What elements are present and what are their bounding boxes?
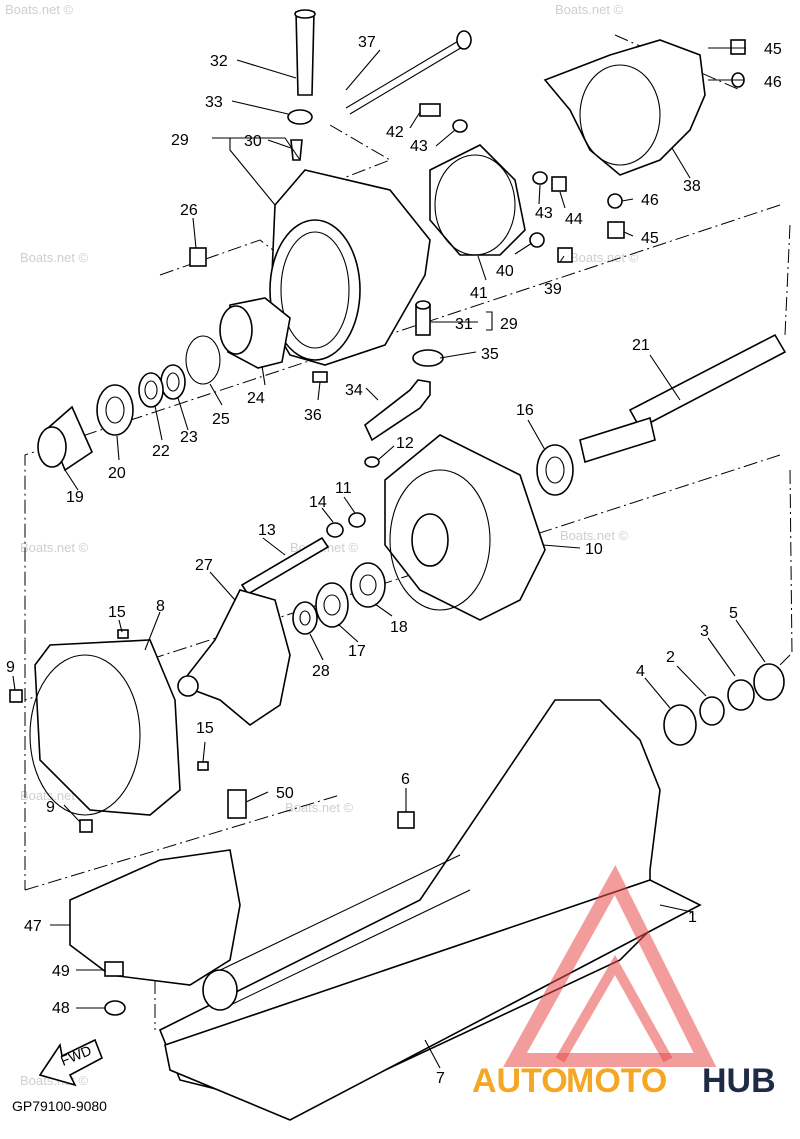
callout-42: 42 — [386, 124, 404, 141]
callout-14: 14 — [309, 494, 327, 511]
callout-24: 24 — [247, 390, 265, 407]
svg-text:Boats.net ©: Boats.net © — [5, 2, 74, 17]
callout-44: 44 — [565, 211, 583, 228]
callout-31: 31 — [455, 316, 473, 333]
callout-26: 26 — [180, 202, 198, 219]
part-shapes — [9, 9, 787, 1121]
callout-8: 8 — [156, 598, 165, 615]
callout-47: 47 — [24, 918, 42, 935]
callout-50: 50 — [276, 785, 294, 802]
callout-9a: 9 — [6, 659, 15, 676]
callout-7: 7 — [436, 1070, 445, 1087]
callout-46a: 46 — [764, 74, 782, 91]
callout-43b: 43 — [535, 205, 553, 222]
callout-27: 27 — [195, 557, 213, 574]
callout-19: 19 — [66, 489, 84, 506]
callout-32: 32 — [210, 53, 228, 70]
callout-1: 1 — [688, 909, 697, 926]
callout-12: 12 — [396, 435, 414, 452]
callout-41: 41 — [470, 285, 488, 302]
callout-6: 6 — [401, 771, 410, 788]
callout-11: 11 — [335, 480, 352, 497]
callout-34: 34 — [345, 382, 363, 399]
leader-lines — [12, 47, 766, 1069]
fwd-arrow: FWD — [38, 1038, 104, 1087]
svg-text:Boats.net ©: Boats.net © — [20, 250, 89, 265]
callout-25: 25 — [212, 411, 230, 428]
callout-30: 30 — [244, 133, 262, 150]
callout-48: 48 — [52, 1000, 70, 1017]
callout-45b: 45 — [641, 230, 659, 247]
callout-38: 38 — [683, 178, 701, 195]
callout-4: 4 — [636, 663, 645, 680]
callout-16: 16 — [516, 402, 534, 419]
callout-40: 40 — [496, 263, 514, 280]
callout-39: 39 — [544, 281, 562, 298]
callout-2: 2 — [666, 649, 675, 666]
callout-5: 5 — [729, 605, 738, 622]
brand-text-hub: HUB — [702, 1062, 776, 1100]
svg-text:Boats.net ©: Boats.net © — [570, 250, 639, 265]
callout-10: 10 — [585, 541, 603, 558]
callout-29b: 29 — [500, 316, 518, 333]
callout-13: 13 — [258, 522, 276, 539]
callout-20: 20 — [108, 465, 126, 482]
callout-3: 3 — [700, 623, 709, 640]
svg-text:Boats.net ©: Boats.net © — [20, 540, 89, 555]
callout-23: 23 — [180, 429, 198, 446]
callout-37: 37 — [358, 34, 376, 51]
brand-text-auto: AUTO — [472, 1062, 568, 1100]
callout-17: 17 — [348, 643, 366, 660]
callout-29a: 29 — [171, 132, 189, 149]
callout-49: 49 — [52, 963, 70, 980]
callout-22: 22 — [152, 443, 170, 460]
brand-logo: AUTO MOTO HUB — [472, 864, 776, 1100]
callout-15a: 15 — [108, 604, 126, 621]
brand-text-moto: MOTO — [566, 1062, 667, 1100]
callout-18: 18 — [390, 619, 408, 636]
callout-45a: 45 — [764, 41, 782, 58]
diagram-code: GP79100-9080 — [12, 1098, 107, 1114]
svg-text:Boats.net ©: Boats.net © — [560, 528, 629, 543]
svg-text:Boats.net ©: Boats.net © — [555, 2, 624, 17]
callout-21: 21 — [632, 337, 650, 354]
callout-33: 33 — [205, 94, 223, 111]
callout-46b: 46 — [641, 192, 659, 209]
callout-15b: 15 — [196, 720, 214, 737]
callout-numbers: 1 2 3 4 5 6 7 8 9 9 10 11 12 13 14 15 15… — [6, 34, 782, 1087]
svg-text:Boats.net ©: Boats.net © — [285, 800, 354, 815]
callout-43a: 43 — [410, 138, 428, 155]
callout-36: 36 — [304, 407, 322, 424]
callout-28: 28 — [312, 663, 330, 680]
callout-9b: 9 — [46, 799, 55, 816]
callout-35: 35 — [481, 346, 499, 363]
